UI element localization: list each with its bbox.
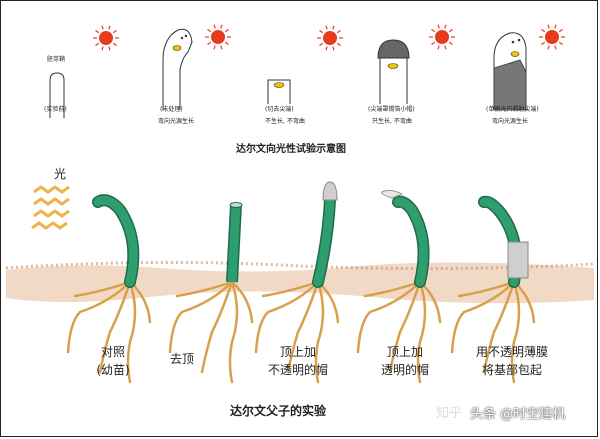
watermark-faint: 知乎 (436, 406, 463, 421)
watermark: 头条 @时空建机 (470, 407, 566, 422)
sun-icon (539, 24, 565, 50)
seedling-transparent-cap (381, 189, 430, 288)
coleoptile-foil-cap (377, 39, 410, 104)
coleoptile-pre (49, 72, 65, 118)
sample-label-decapitated: 去顶 (169, 352, 194, 366)
bottom-caption: 达尔文父子的实验 (230, 404, 327, 418)
light-waves (31, 185, 70, 230)
seedling-base-wrapped (478, 195, 529, 288)
sun-icon (93, 25, 119, 51)
coleoptile-base-covered (493, 32, 527, 111)
coleoptile-cut (267, 79, 291, 104)
coleoptile-untreated (162, 28, 193, 110)
sun-icon (205, 24, 231, 50)
root-system (168, 280, 254, 384)
seedling-opaque-cap (312, 181, 338, 288)
sample-label-base-wrapped: 用不透明薄膜将基部包起 (475, 345, 548, 377)
sun-icon (317, 25, 343, 51)
result-foil: 只生长, 不弯曲 (372, 118, 412, 125)
label-untreated: (未处理) (160, 106, 183, 113)
sample-label-transparent-cap: 顶上加透明的帽 (380, 345, 429, 377)
label-pre: (实验前) (44, 106, 67, 113)
result-cut: 不生长, 不弯曲 (265, 118, 305, 125)
seedling-decapitated (226, 202, 243, 283)
root-system (356, 280, 442, 384)
result-untreated: 弯向光源生长 (158, 118, 195, 125)
label-cut: (切去尖端) (265, 106, 294, 113)
soil-band (6, 262, 594, 304)
seedling-control (92, 194, 140, 288)
root-system (254, 280, 340, 384)
top-caption: 达尔文向光性试验示意图 (236, 144, 346, 155)
sample-label-control: 对照(幼苗) (96, 345, 130, 377)
sun-icon (429, 24, 455, 50)
result-base-covered: 弯向光源生长 (492, 118, 529, 125)
sample-label-opaque-cap: 顶上加不透明的帽 (267, 345, 328, 377)
light-label: 光 (54, 167, 67, 181)
label-foil: (尖端罩锡箔小帽) (368, 106, 415, 113)
label-base-covered: (单侧光只照射尖端) (486, 106, 539, 113)
label-coleoptile: 胚芽鞘 (47, 56, 66, 63)
